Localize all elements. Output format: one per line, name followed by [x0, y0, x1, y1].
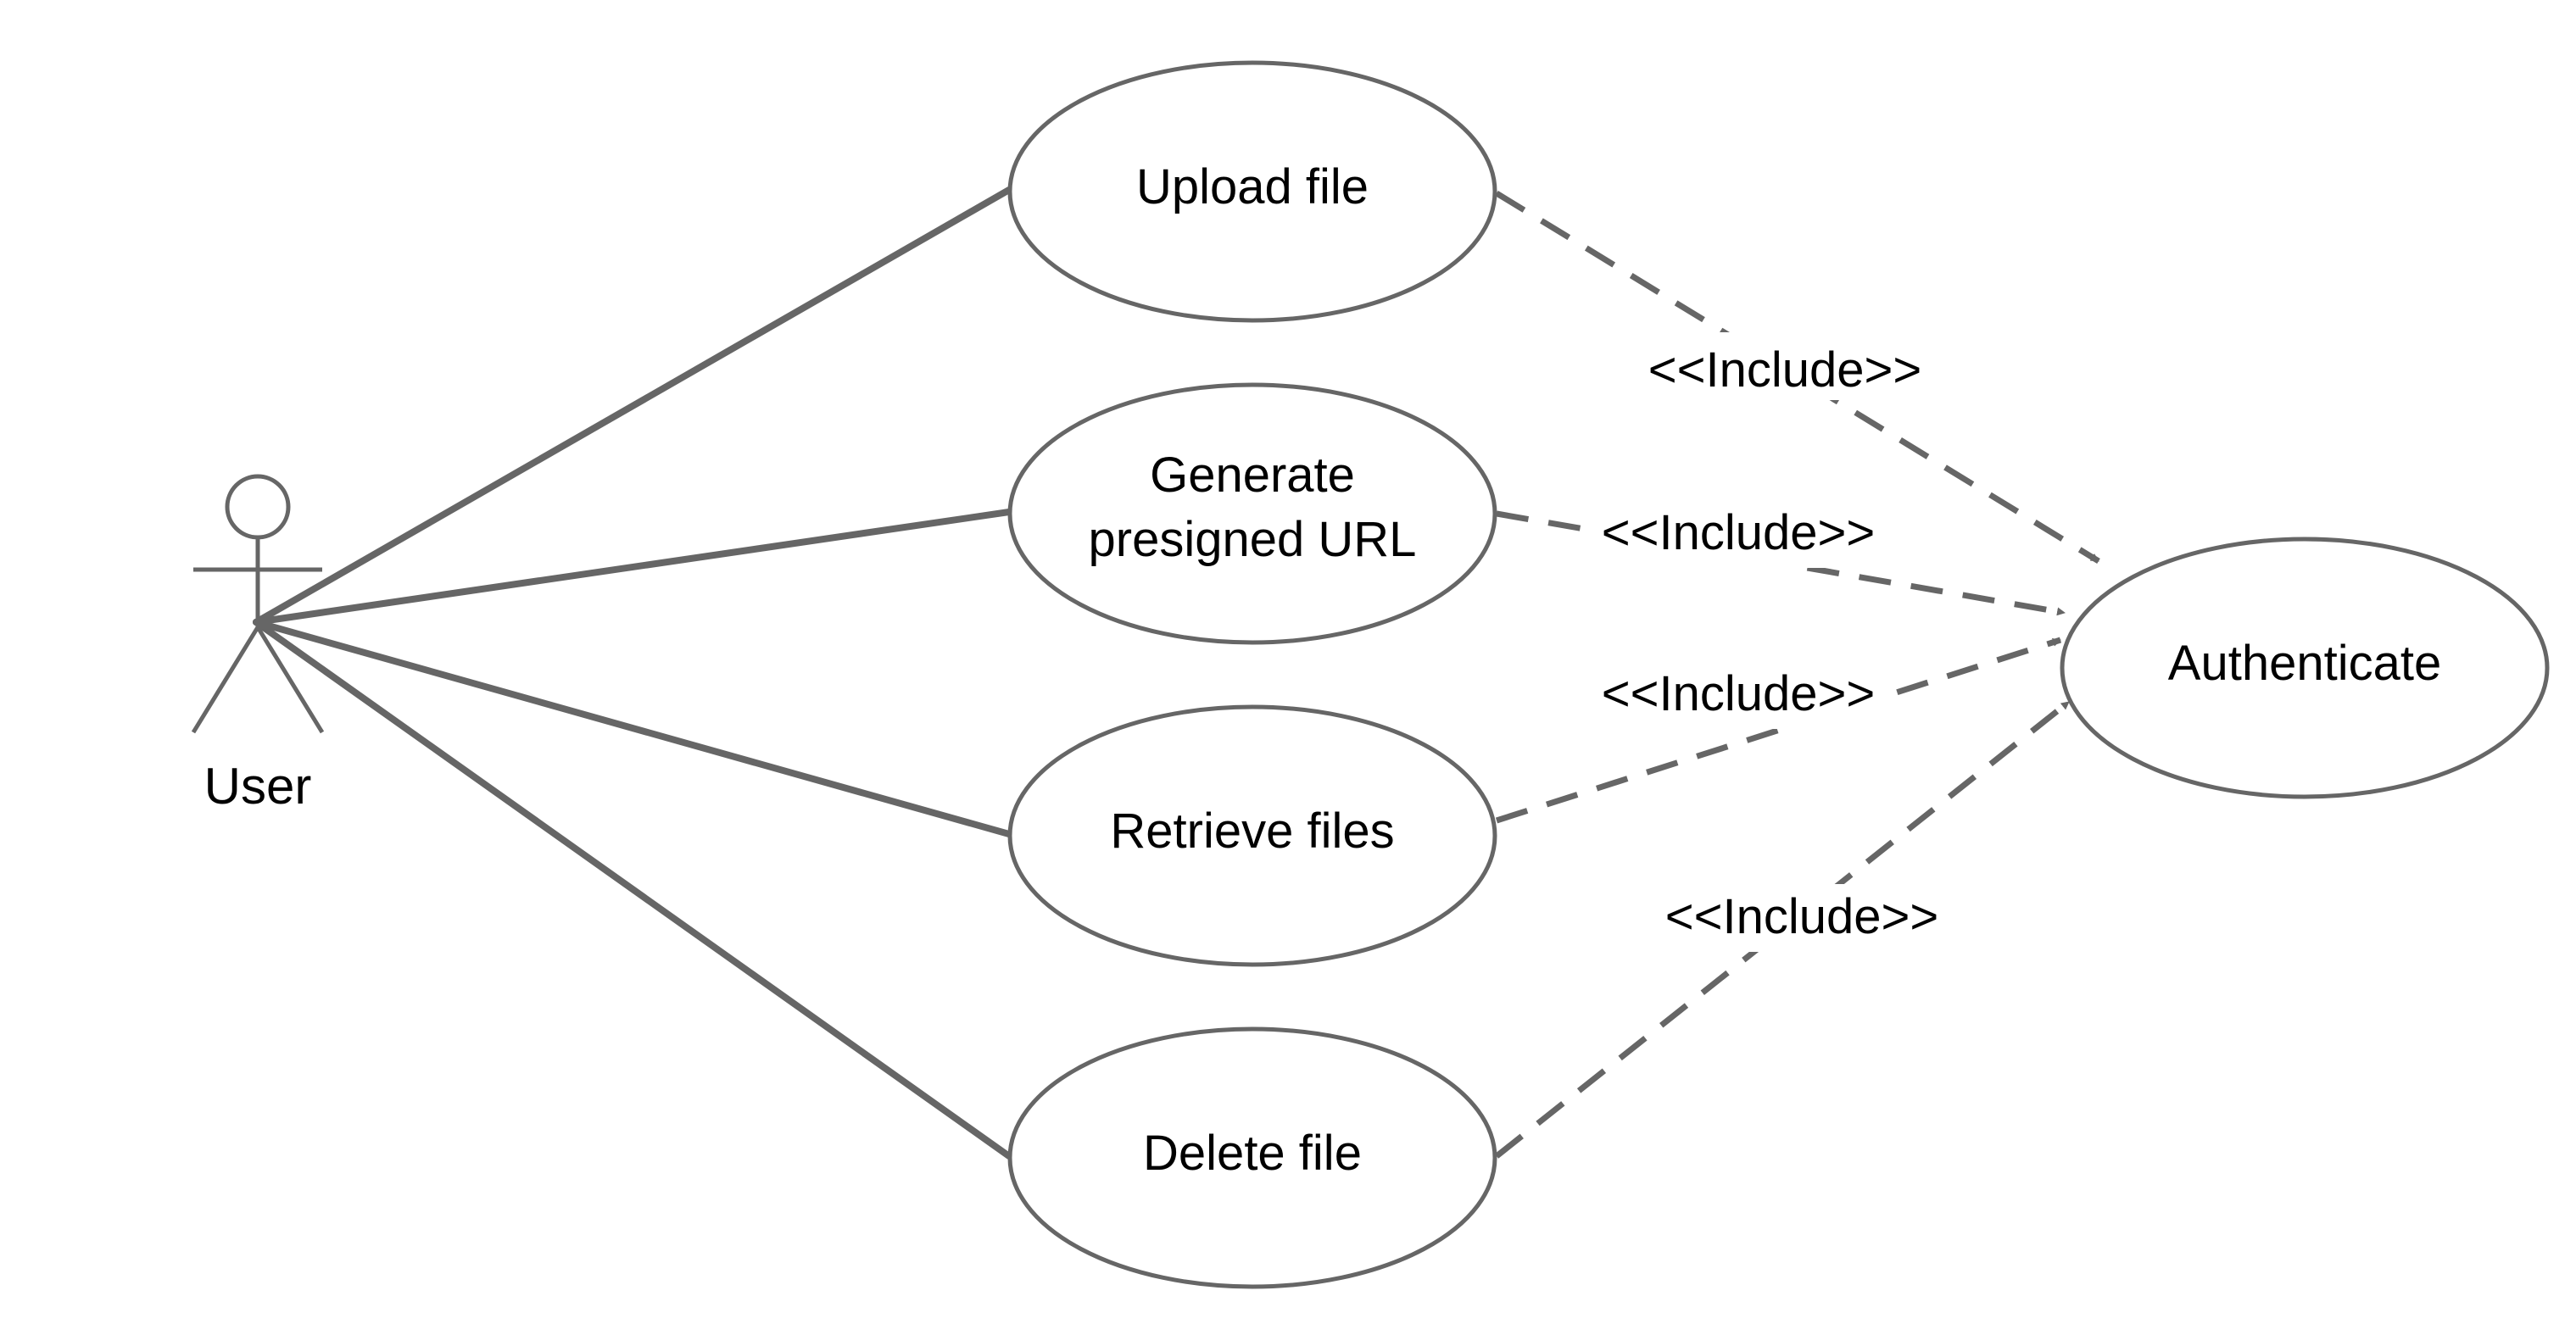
use-case-retrieve-files: [1007, 704, 1497, 967]
use-case-authenticate: [2060, 537, 2550, 799]
actor-right-leg: [255, 626, 325, 734]
include-label-delete: <<Include>>: [1665, 889, 1939, 944]
use-case-label-retrieve: Retrieve files: [1110, 804, 1394, 859]
use-case-generate-presigned-url: [1007, 382, 1497, 645]
actor-label: User: [204, 758, 312, 815]
include-label-retrieve: <<Include>>: [1602, 666, 1876, 721]
include-arrow-delete: [1494, 699, 2071, 1159]
association-retrieve: [253, 619, 1012, 837]
association-presigned: [253, 509, 1012, 626]
use-cases: [1007, 60, 2550, 1289]
include-label-upload: <<Include>>: [1648, 342, 1922, 398]
association-delete: [253, 619, 1012, 1160]
use-case-delete-file: [1007, 1026, 1497, 1289]
use-case-label-authenticate: Authenticate: [2168, 636, 2441, 691]
include-arrow-upload: [1495, 191, 2100, 564]
use-case-label-presigned-line1: Generate: [1150, 448, 1355, 503]
include-label-presigned: <<Include>>: [1602, 505, 1876, 560]
use-case-upload-file: [1007, 60, 1497, 323]
association-upload: [253, 186, 1012, 626]
use-case-label-presigned-line2: presigned URL: [1089, 512, 1417, 567]
include-arrow-retrieve: [1495, 637, 2062, 824]
include-label-backgrounds: [1586, 332, 1954, 952]
associations: [253, 186, 1012, 1160]
use-case-label-delete: Delete file: [1143, 1126, 1362, 1181]
use-case-label-upload: Upload file: [1136, 159, 1369, 214]
actor-left-leg: [191, 626, 260, 734]
actor-user: [191, 474, 325, 734]
actor-head: [225, 474, 291, 540]
